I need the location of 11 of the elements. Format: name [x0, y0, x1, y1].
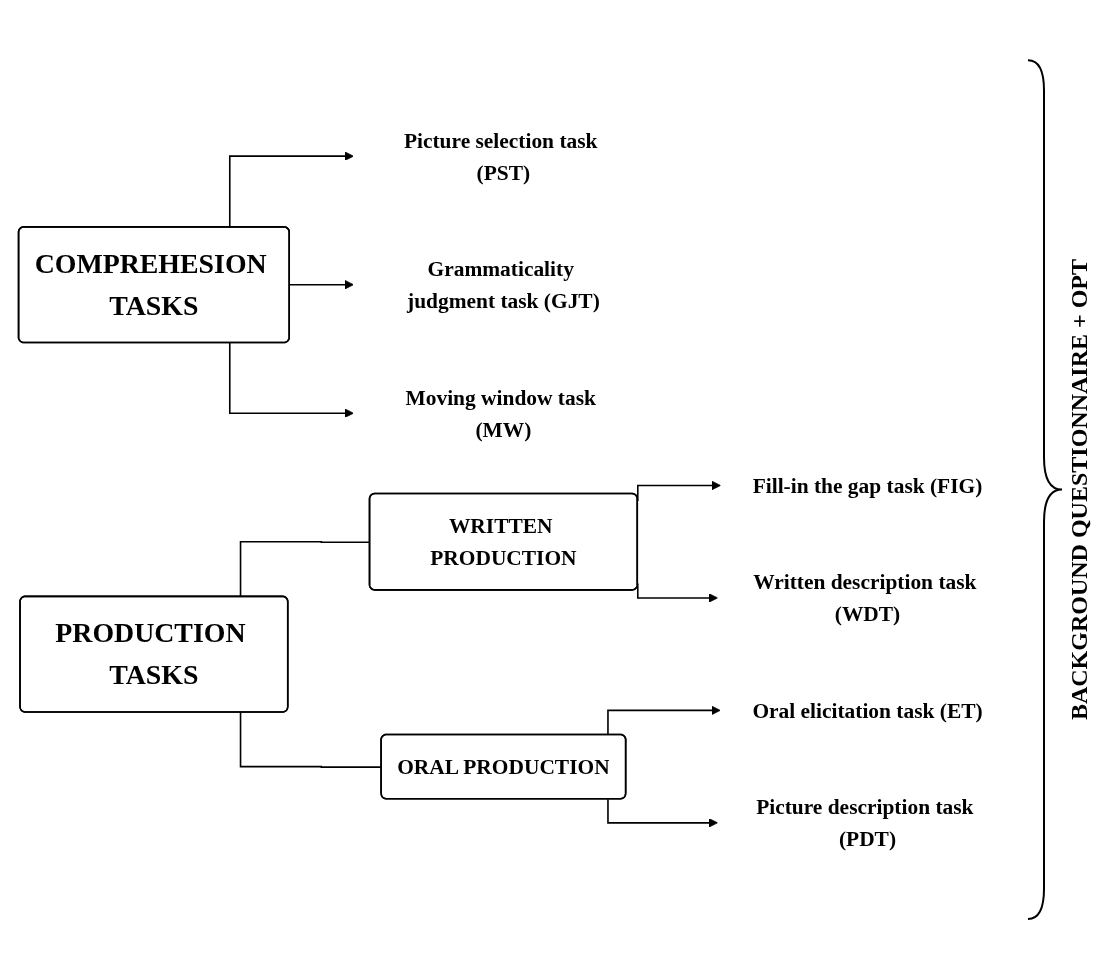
node-text: Moving window task (MW): [405, 385, 596, 442]
node-text: Picture description task (PDT): [756, 794, 974, 851]
side-label: BACKGROUND QUESTIONNAIRE + OPT: [1066, 258, 1093, 721]
arrow: [607, 705, 721, 736]
node-text: Written description task (WDT): [753, 570, 977, 626]
node-text: Grammaticality judgment task (GJT): [406, 256, 600, 313]
node-text: Oral elicitation task (ET): [752, 698, 983, 723]
arrow: [607, 798, 718, 828]
arrow: [228, 342, 354, 418]
node-text: Fill-in the gap task (FIG): [752, 473, 983, 498]
node-text: Picture selection task (PST): [403, 128, 598, 185]
